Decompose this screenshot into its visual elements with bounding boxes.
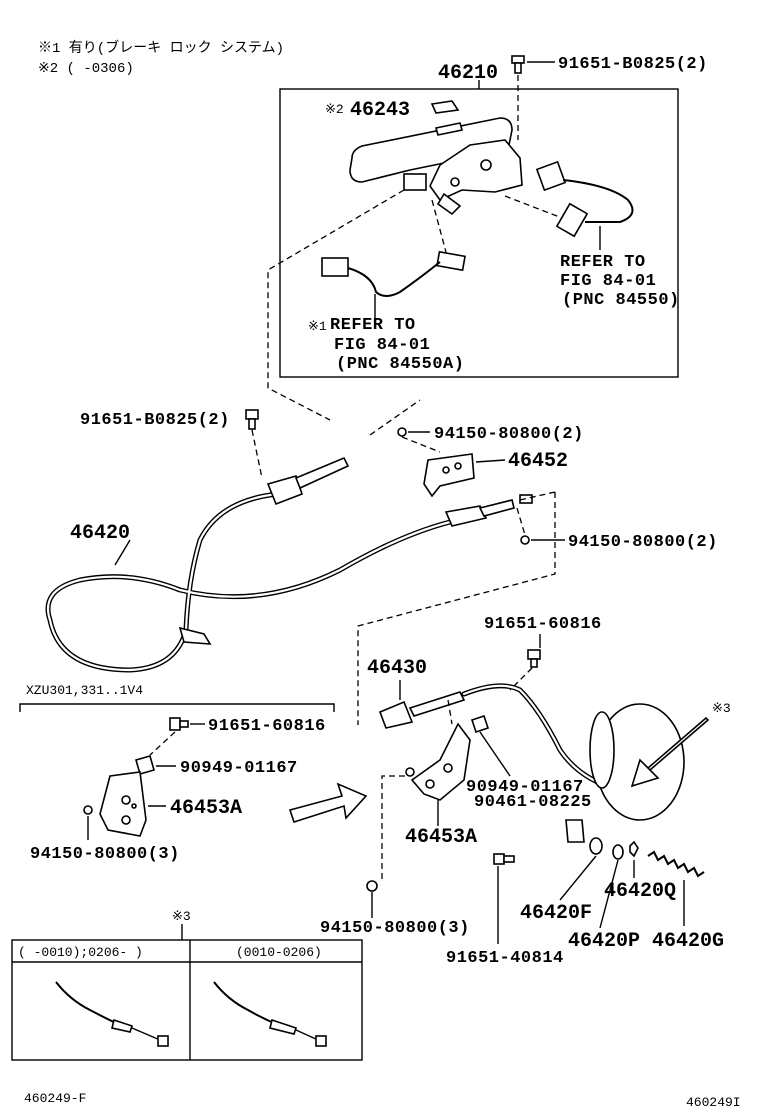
bolt-icon — [527, 649, 541, 668]
bolt-icon — [169, 717, 189, 731]
label-46430: 46430 — [367, 657, 427, 680]
refer-right-line1: REFER TO — [560, 253, 646, 272]
washer-46420F-icon — [589, 837, 603, 855]
label-46420F: 46420F — [520, 902, 592, 925]
clip-90461-icon — [565, 819, 585, 843]
refer-left-line1: REFER TO — [330, 316, 416, 335]
label-90949-01167-left: 90949-01167 — [180, 759, 298, 778]
cable-end-variant1-icon — [55, 981, 169, 1047]
bolt-icon — [511, 55, 525, 74]
label-94150-80800-b: 94150-80800(2) — [568, 533, 718, 552]
brake-drum-icon — [589, 703, 685, 821]
refer-right-line3: (PNC 84550) — [562, 291, 680, 310]
bracket-46453A-right-icon — [410, 722, 471, 801]
direction-arrow-icon — [288, 782, 368, 824]
footer-left: 460249-F — [24, 1091, 86, 1106]
mark-2: ※2 — [325, 102, 344, 117]
bolt-icon — [493, 853, 515, 865]
mark-1: ※1 — [308, 319, 327, 334]
label-46453A-left: 46453A — [170, 797, 242, 820]
switch-connector-right-icon — [535, 160, 634, 238]
refer-right-line2: FIG 84-01 — [560, 272, 656, 291]
mark-3-right: ※3 — [712, 701, 731, 716]
pin-46420P-icon — [612, 844, 624, 860]
variant-detail-box — [11, 939, 363, 1061]
label-91651-60816-right: 91651-60816 — [484, 615, 602, 634]
label-46420P: 46420P — [568, 930, 640, 953]
cable-46420-icon — [45, 456, 533, 673]
clip-icon — [470, 714, 490, 734]
label-91651-B0825-top: 91651-B0825(2) — [558, 55, 708, 74]
label-46452: 46452 — [508, 450, 568, 473]
clip-icon — [135, 755, 155, 775]
label-91651-60816-left: 91651-60816 — [208, 717, 326, 736]
box-col2-header: (0010-0206) — [236, 945, 322, 960]
label-46420: 46420 — [70, 522, 130, 545]
label-46420Q: 46420Q — [604, 880, 676, 903]
label-46420G: 46420G — [652, 930, 724, 953]
note-2: ※2 ( -0306) — [38, 61, 134, 77]
label-94150-80800-a: 94150-80800(2) — [434, 425, 584, 444]
label-46210: 46210 — [438, 62, 498, 85]
nut-icon — [397, 427, 407, 437]
label-46243: 46243 — [350, 99, 410, 122]
refer-left-line2: FIG 84-01 — [334, 336, 430, 355]
arrow-icon — [630, 716, 710, 788]
guide-lever-to-cable — [267, 189, 405, 421]
nut-icon — [83, 805, 93, 815]
clip-46420Q-icon — [629, 840, 639, 858]
label-91651-40814: 91651-40814 — [446, 949, 564, 968]
label-94150-80800-3-left: 94150-80800(3) — [30, 845, 180, 864]
refer-left-line3: (PNC 84550A) — [336, 355, 464, 374]
nut-icon — [405, 767, 415, 777]
label-46453A-right: 46453A — [405, 826, 477, 849]
bolt-icon — [245, 409, 259, 430]
switch-connector-left-icon — [321, 250, 466, 297]
brake-lever-icon — [349, 117, 523, 216]
cap-46243-icon — [430, 100, 460, 114]
footer-right: 460249I — [686, 1095, 741, 1110]
label-91651-B0825-mid: 91651-B0825(2) — [80, 411, 230, 430]
nut-icon — [366, 880, 378, 892]
nut-icon — [520, 535, 530, 545]
box-col1-header: ( -0010);0206- ) — [18, 945, 143, 960]
spring-46420G-icon — [647, 850, 705, 878]
cable-end-variant2-icon — [213, 981, 327, 1047]
label-90949-01167-right: 90949-01167 — [466, 778, 584, 797]
guide-cable-to-rear — [357, 492, 556, 725]
bracket-46452-icon — [423, 453, 475, 498]
mark-3-bottom: ※3 — [172, 909, 191, 924]
bracket-46453A-left-icon — [99, 771, 147, 837]
variant-bracket — [19, 703, 335, 712]
label-94150-80800-3-right: 94150-80800(3) — [320, 919, 470, 938]
label-90461-08225: 90461-08225 — [474, 793, 592, 812]
note-1: ※1 有り(ブレーキ ロック システム) — [38, 39, 284, 57]
variant-header: XZU301,331..1V4 — [26, 683, 143, 698]
